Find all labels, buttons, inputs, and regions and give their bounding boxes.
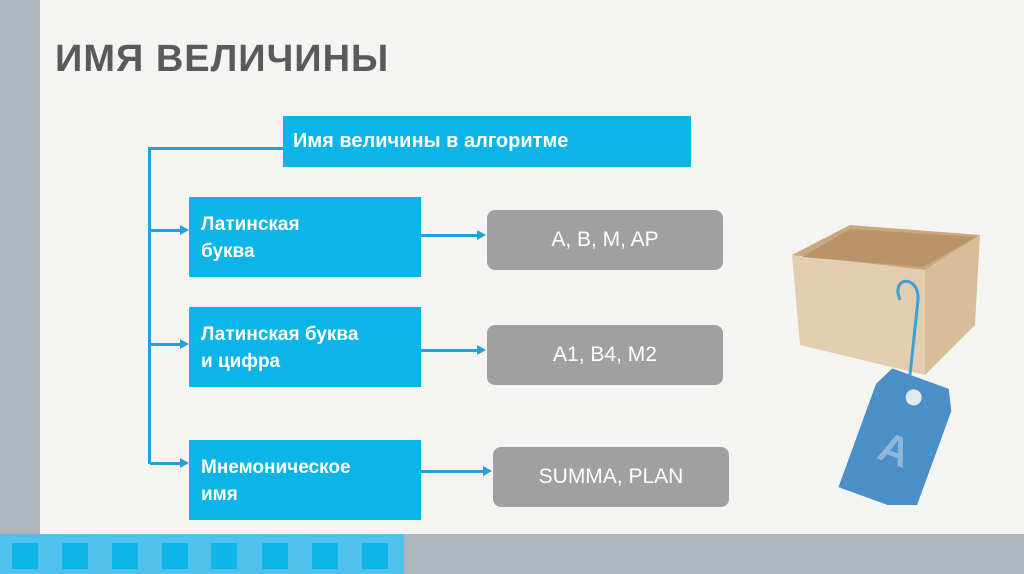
arrow-icon [180, 225, 189, 235]
footer-square [62, 543, 88, 569]
connector [421, 349, 477, 352]
arrow-icon [477, 230, 486, 240]
connector [150, 229, 180, 232]
box-with-tag-illustration: A [792, 225, 980, 505]
footer-square [362, 543, 388, 569]
connector [421, 470, 483, 473]
arrow-icon [483, 466, 492, 476]
slide-title: ИМЯ ВЕЛИЧИНЫ [55, 38, 390, 80]
category-box: Латинская буква и цифра [189, 307, 421, 387]
arrow-icon [180, 458, 189, 468]
footer-square [112, 543, 138, 569]
header-box: Имя величины в алгоритме [283, 116, 691, 167]
example-box: A, B, M, AP [487, 210, 723, 270]
example-box: SUMMA, PLAN [493, 447, 729, 507]
category-box: Мнемоническое имя [189, 440, 421, 520]
arrow-icon [477, 345, 486, 355]
arrow-icon [180, 339, 189, 349]
footer-decor-blue [0, 534, 404, 574]
footer-square [211, 543, 237, 569]
footer-square [262, 543, 288, 569]
connector [150, 462, 180, 465]
category-box: Латинская буква [189, 197, 421, 277]
footer-square [12, 543, 38, 569]
connector-top [148, 147, 284, 150]
connector [421, 234, 477, 237]
footer-square [312, 543, 338, 569]
left-decor-bar [0, 0, 40, 534]
example-box: A1, B4, M2 [487, 325, 723, 385]
footer-square [162, 543, 188, 569]
footer-decor-grey [404, 534, 1024, 574]
connector-vertical [148, 148, 151, 464]
connector [150, 343, 180, 346]
